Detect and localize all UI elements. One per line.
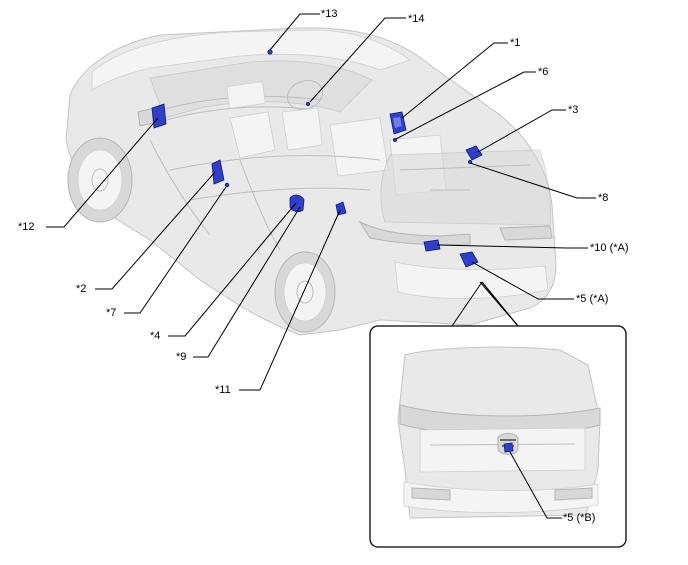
leader-5a — [471, 261, 574, 300]
front-wheel — [67, 137, 133, 223]
label-8: *8 — [598, 192, 608, 204]
leader-6 — [395, 71, 536, 140]
component-4 — [289, 194, 305, 213]
label-11: *11 — [215, 384, 231, 396]
leader-lines — [46, 13, 596, 519]
leader-5b — [509, 451, 562, 519]
leader-8 — [469, 162, 596, 199]
rear-wheel — [274, 251, 336, 333]
component-13 — [267, 49, 273, 55]
component-7 — [224, 182, 230, 188]
leader-3 — [477, 109, 566, 153]
inset-rear-closeup — [397, 346, 601, 519]
leader-7 — [124, 186, 227, 314]
label-14: *14 — [408, 13, 425, 25]
leader-9 — [193, 206, 301, 358]
leader-13 — [269, 13, 320, 51]
leader-1 — [401, 42, 508, 119]
label-10: *10 (*A) — [590, 242, 629, 254]
leader-4 — [168, 202, 297, 337]
label-9: *9 — [176, 351, 186, 363]
label-12: *12 — [18, 221, 35, 233]
label-7: *7 — [106, 307, 116, 319]
label-4: *4 — [150, 330, 160, 342]
leader-10 — [436, 244, 588, 249]
label-5b: *5 (*B) — [563, 512, 595, 524]
label-6: *6 — [538, 66, 548, 78]
component-5-detail — [497, 432, 519, 455]
leader-11 — [239, 209, 341, 391]
detail-inset — [369, 281, 627, 548]
component-3 — [465, 145, 483, 161]
label-13: *13 — [321, 8, 338, 20]
callout-labels: *13 *14 *1 *6 *3 *8 *10 (*A) *5 (*A) *12… — [18, 8, 629, 524]
leader-14 — [309, 17, 406, 103]
component-11 — [335, 201, 347, 216]
label-5a: *5 (*A) — [576, 293, 608, 305]
leader-12 — [46, 117, 159, 228]
component-6 — [392, 137, 397, 142]
component-10 — [423, 239, 441, 252]
component-14 — [305, 102, 310, 107]
label-1: *1 — [510, 37, 520, 49]
component-12 — [151, 103, 167, 129]
leader-2 — [95, 171, 216, 290]
vehicle-illustration — [65, 27, 557, 336]
label-2: *2 — [76, 283, 86, 295]
label-3: *3 — [568, 104, 578, 116]
component-2 — [211, 159, 225, 185]
